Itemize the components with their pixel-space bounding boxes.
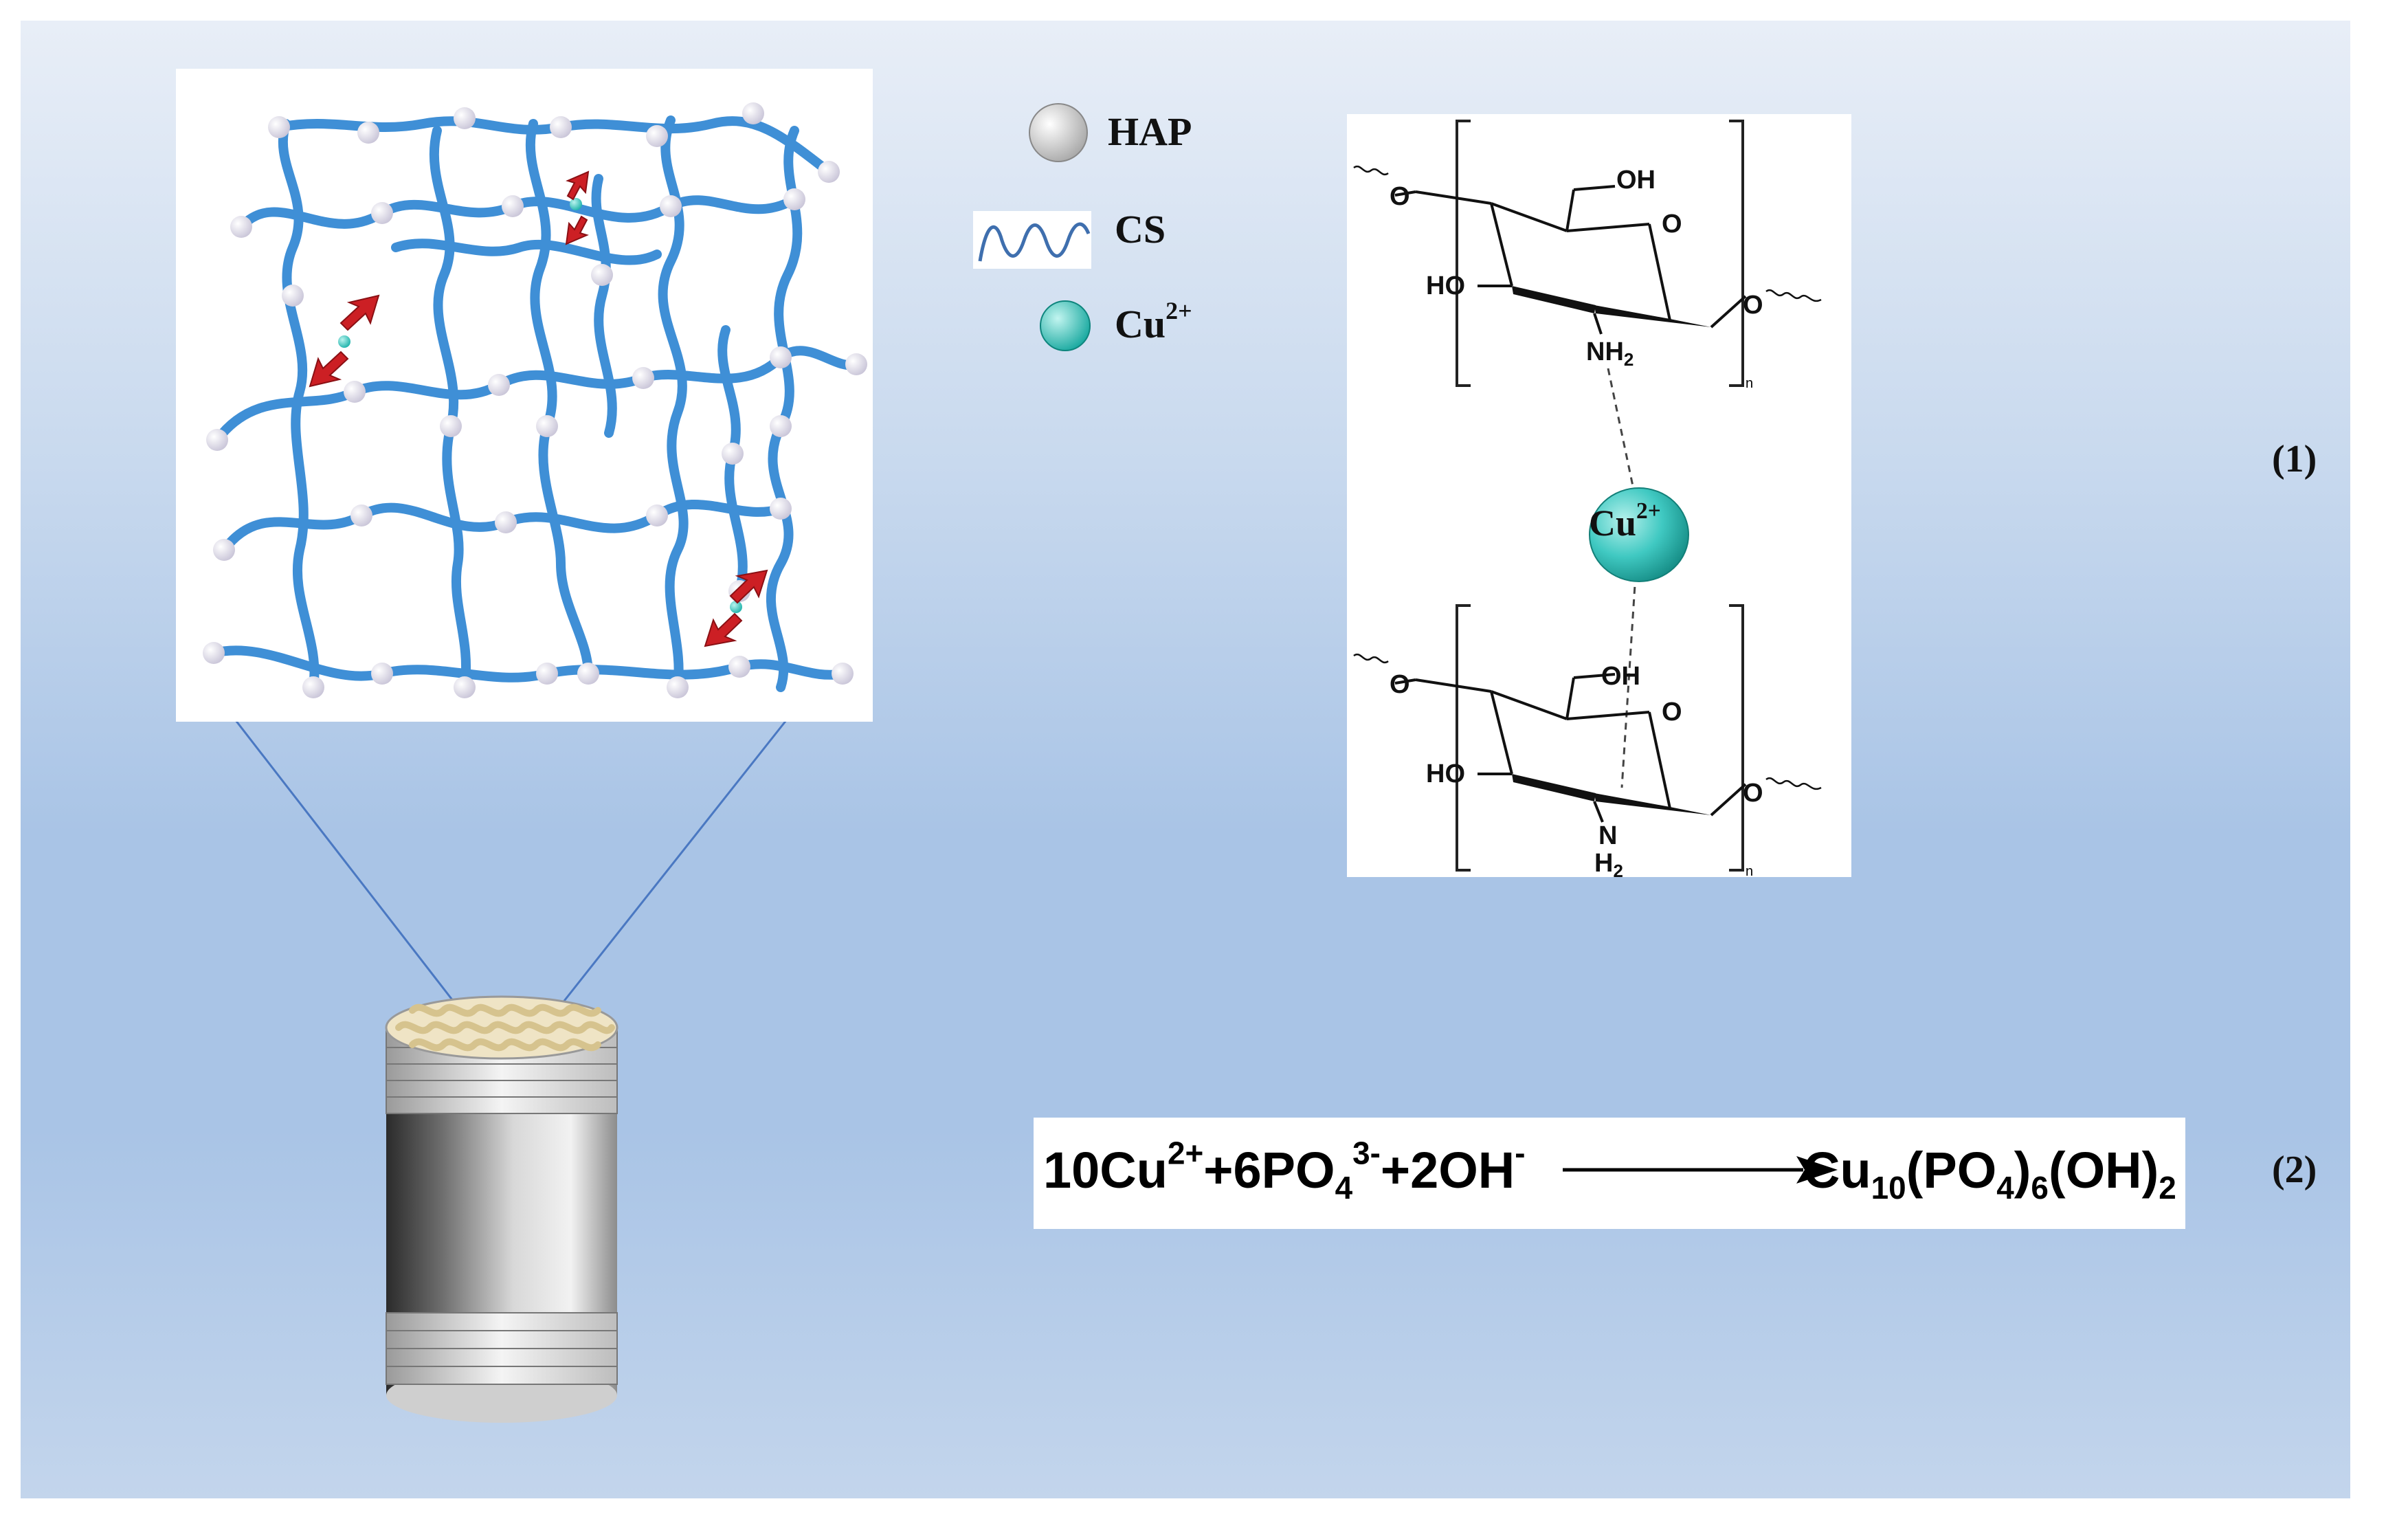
cartridge-rings-bottom <box>386 1312 618 1385</box>
chitosan-cu-coordination-panel: O OH O HO NH2 O n <box>1347 114 1851 881</box>
cu-ion-large <box>1589 487 1689 582</box>
coordination-bond-top <box>1607 368 1637 500</box>
zoom-line-right <box>555 680 819 1011</box>
cu-legend-icon <box>1040 300 1091 351</box>
strand-v6 <box>591 174 617 438</box>
atom-oh-bottom: OH <box>1601 662 1640 691</box>
hydrogel-network-panel <box>176 69 873 722</box>
atom-o-left-top: O <box>1390 182 1410 211</box>
hap-legend-icon <box>1029 103 1088 162</box>
atom-ring-o-bottom: O <box>1662 698 1682 727</box>
top-glucosamine-unit <box>1353 165 1822 335</box>
cs-legend-icon-bg <box>973 211 1091 269</box>
atom-oh-top: OH <box>1616 166 1656 195</box>
strand-v1 <box>278 119 320 692</box>
bottom-glucosamine-unit <box>1353 653 1822 823</box>
repeat-n-bottom: n <box>1746 864 1753 879</box>
zoom-line-left <box>203 680 462 1011</box>
coordination-bond-bottom <box>1620 574 1637 788</box>
cu-ion-small-1 <box>338 335 350 348</box>
atom-h2-bottom: H2 <box>1594 849 1623 881</box>
bracket-top-right <box>1729 120 1744 387</box>
reaction-equation-panel: 10Cu2++6PO43-+2OH- Cu10(PO4)6(OH)2 <box>1034 1118 2185 1229</box>
cs-legend-label: CS <box>1115 207 1166 252</box>
red-arrow-3 <box>566 170 590 201</box>
bracket-bottom-left <box>1456 604 1471 872</box>
bracket-top-left <box>1456 120 1471 387</box>
cu-ion-large-label: Cu2+ <box>1589 498 1661 544</box>
figure-canvas: HAP CS Cu2+ <box>21 21 2350 1498</box>
zoom-lines <box>203 680 819 1011</box>
atom-o-right-bottom: O <box>1743 779 1763 808</box>
strand-h6 <box>391 239 662 265</box>
repeat-n-top: n <box>1746 376 1753 391</box>
atom-o-left-bottom: O <box>1390 670 1410 699</box>
atom-o-right-top: O <box>1743 291 1763 320</box>
filter-cartridge <box>385 995 618 1423</box>
hap-particles <box>203 102 867 698</box>
red-arrow-6 <box>704 612 743 647</box>
equation-reactants: 10Cu2++6PO43-+2OH- <box>1043 1135 1526 1206</box>
cs-legend-icon <box>978 222 1091 262</box>
equation-number-2: (2) <box>2272 1149 2317 1191</box>
atom-nh2-top: NH2 <box>1586 337 1634 370</box>
hap-legend-label: HAP <box>1108 109 1192 154</box>
cu-ion-small-2 <box>570 198 582 210</box>
chitosan-structure-svg: O OH O HO NH2 O n <box>1353 120 1822 881</box>
equation-number-1: (1) <box>2272 438 2317 480</box>
atom-ho-top: HO <box>1426 271 1465 300</box>
reaction-arrow <box>1563 1156 1838 1184</box>
atom-ho-bottom: HO <box>1426 760 1465 788</box>
red-arrow-1 <box>339 294 380 331</box>
red-arrow-4 <box>565 215 589 245</box>
cu-binding-sites <box>338 198 742 613</box>
atom-n-bottom: N <box>1598 821 1617 850</box>
red-arrows <box>309 170 768 647</box>
cu-ion-small-3 <box>730 601 742 613</box>
equation-product: Cu10(PO4)6(OH)2 <box>1803 1142 2176 1206</box>
cartridge-top-pattern <box>395 1004 615 1052</box>
legend <box>973 103 1091 351</box>
red-arrow-2 <box>309 351 349 388</box>
hydrogel-network-svg <box>203 102 867 698</box>
atom-ring-o-top: O <box>1662 210 1682 239</box>
cu-legend-label: Cu2+ <box>1115 297 1192 346</box>
bracket-bottom-right <box>1729 604 1744 872</box>
brackets <box>1456 120 1744 872</box>
red-arrow-5 <box>729 569 768 604</box>
